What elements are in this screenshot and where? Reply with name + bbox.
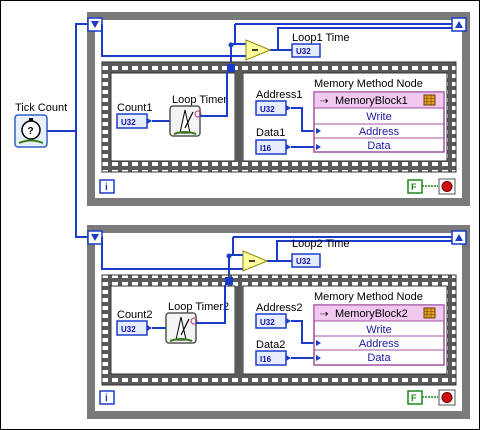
stop-terminal-1[interactable] — [438, 178, 456, 195]
stop-constant-2[interactable]: F — [407, 390, 423, 405]
address1-control[interactable]: U32 — [255, 100, 291, 116]
node2-row-address: Address — [359, 338, 400, 350]
address2-label: Address2 — [256, 302, 302, 314]
svg-text:i: i — [105, 393, 108, 404]
shift-register-left-2[interactable] — [87, 230, 103, 245]
count2-label: Count2 — [117, 309, 152, 321]
svg-text:U32: U32 — [296, 47, 311, 56]
svg-text:MemoryBlock2: MemoryBlock2 — [335, 308, 408, 320]
svg-text:U32: U32 — [121, 118, 136, 127]
stop-terminal-2[interactable] — [438, 389, 456, 406]
tick-count-node[interactable]: Tick Count ? — [14, 102, 67, 148]
node2-row-data: Data — [367, 352, 391, 364]
subtract-node[interactable] — [245, 39, 272, 61]
svg-text:F: F — [411, 182, 417, 192]
count2-control[interactable]: U32 — [116, 320, 152, 336]
loop-timer-label: Loop Timer — [172, 94, 227, 106]
node1-title: Memory Method Node — [314, 78, 423, 90]
svg-text:I16: I16 — [260, 144, 272, 153]
svg-text:U32: U32 — [296, 257, 311, 266]
address2-control[interactable]: U32 — [255, 313, 291, 329]
data1-control[interactable]: I16 — [255, 139, 291, 155]
stop-constant-1[interactable]: F — [407, 179, 423, 194]
node1-row-write: Write — [366, 111, 391, 123]
while-loop-2: Loop2 Time U32 Count2 U32 Loop Timer2 — [87, 225, 470, 419]
address1-label: Address1 — [256, 89, 302, 101]
tick-wires — [47, 23, 87, 238]
count1-control[interactable]: U32 — [116, 113, 152, 129]
memory-grid-icon — [423, 307, 436, 319]
tick-count-label: Tick Count — [15, 102, 67, 114]
data1-label: Data1 — [256, 127, 285, 139]
memory-method-node-2[interactable]: ⇢ MemoryBlock2 Write Address Data — [313, 304, 445, 366]
loop-timer2-label: Loop Timer2 — [168, 301, 229, 313]
memory-method-node-1[interactable]: ⇢ MemoryBlock1 Write Address Data — [313, 91, 445, 153]
svg-text:i: i — [105, 182, 108, 193]
metronome-icon — [173, 109, 197, 135]
svg-text:U32: U32 — [260, 105, 275, 114]
stopwatch-icon: ? — [18, 118, 44, 144]
while-loop-1: Loop1 Time U32 Count1 U32 Loop Timer — [87, 12, 470, 206]
svg-text:U32: U32 — [260, 318, 275, 327]
svg-text:U32: U32 — [121, 325, 136, 334]
svg-text:?: ? — [28, 126, 34, 137]
shift-register-right-2[interactable] — [451, 230, 467, 245]
loop1-time-label: Loop1 Time — [292, 32, 349, 44]
node2-row-write: Write — [366, 324, 391, 336]
metronome-icon — [169, 316, 193, 342]
node2-title: Memory Method Node — [314, 291, 423, 303]
shift-register-left[interactable] — [87, 17, 103, 32]
loop-timer-node[interactable] — [169, 105, 202, 137]
data2-label: Data2 — [256, 339, 285, 351]
svg-text:MemoryBlock1: MemoryBlock1 — [335, 95, 408, 107]
node1-row-data: Data — [367, 140, 391, 152]
node1-row-address: Address — [359, 126, 400, 138]
count1-label: Count1 — [117, 102, 152, 114]
subtract-node-2[interactable] — [242, 250, 269, 272]
svg-text:I16: I16 — [260, 355, 272, 364]
svg-text:F: F — [411, 393, 417, 403]
data2-control[interactable]: I16 — [255, 350, 291, 366]
memory-grid-icon — [423, 94, 436, 106]
loop2-time-label: Loop2 Time — [292, 238, 349, 250]
shift-register-right[interactable] — [451, 17, 467, 32]
loop-timer2-node[interactable] — [165, 312, 198, 344]
loop2-time-indicator[interactable]: U32 — [291, 253, 321, 268]
iteration-terminal-2[interactable]: i — [99, 390, 115, 405]
arrow-icon: ⇢ — [320, 309, 328, 320]
loop1-time-indicator[interactable]: U32 — [291, 43, 321, 58]
arrow-icon: ⇢ — [320, 96, 328, 107]
iteration-terminal-1[interactable]: i — [99, 179, 115, 194]
